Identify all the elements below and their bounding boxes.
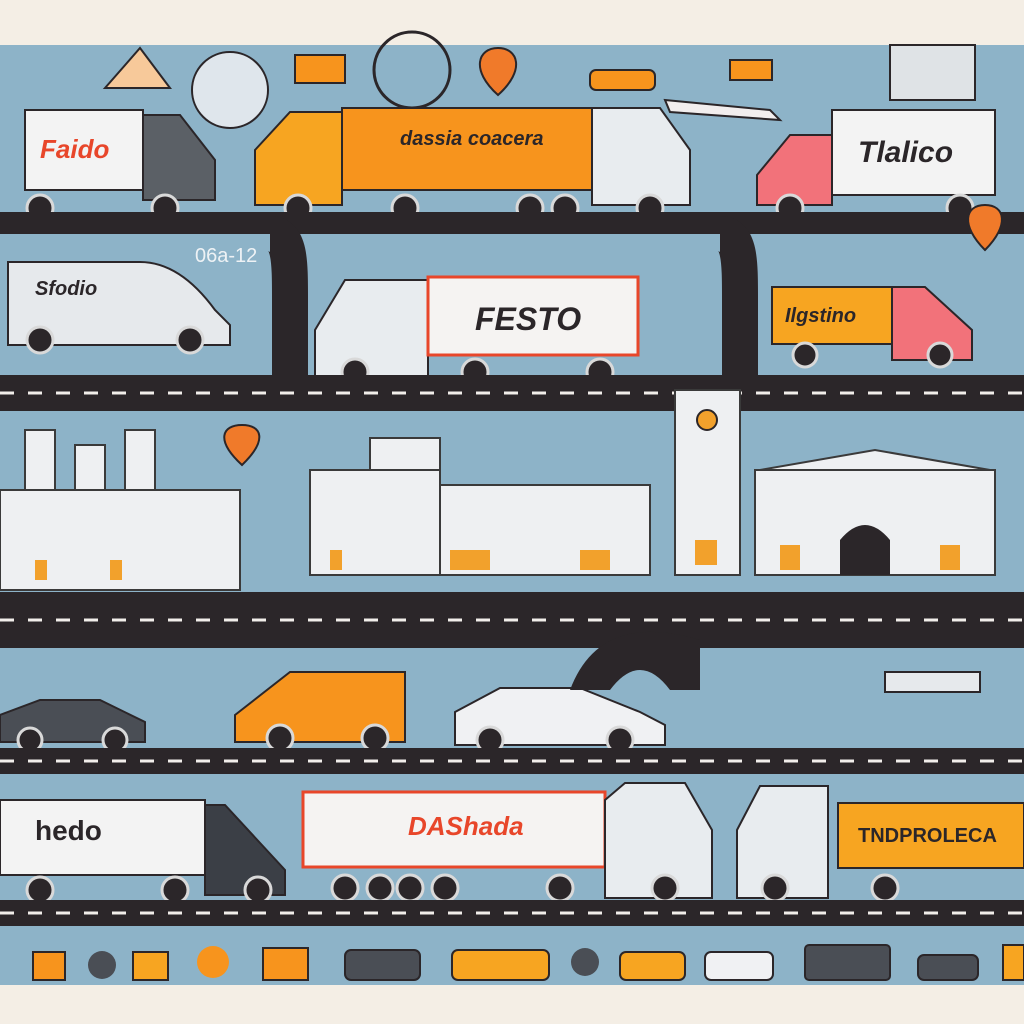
- car-dark: [0, 699, 146, 754]
- road-number-sign: 06a-12: [195, 245, 257, 267]
- road: [0, 212, 1024, 234]
- van-icon: [729, 59, 773, 81]
- top-icons: [102, 30, 976, 129]
- container-icon: [294, 54, 346, 84]
- truck-label: Faido: [40, 134, 109, 164]
- truck-tndproleca: TNDPROLECA: [736, 785, 1024, 903]
- bridge: [570, 631, 981, 693]
- truck-cab: [591, 107, 691, 206]
- clock-icon: [696, 409, 718, 431]
- truck-cab: [604, 782, 713, 899]
- van-cab: [891, 286, 973, 361]
- location-pin-icon: [967, 203, 1003, 252]
- truck-hedo: hedo: [0, 799, 286, 905]
- building: [309, 469, 441, 576]
- truck-label: FESTO: [475, 301, 581, 337]
- airplane-icon: [663, 98, 783, 122]
- truck-tlalico: Tlalico: [756, 109, 996, 223]
- van-ilgstino: Ilgstino: [771, 286, 973, 369]
- van-orange: [234, 671, 406, 753]
- truck-label: TNDPROLECA: [858, 825, 997, 847]
- truck-dashada: DAShada: [301, 782, 713, 903]
- winding-road: [266, 216, 758, 380]
- small-vehicles: [32, 944, 1024, 981]
- globe-icon: [191, 51, 269, 129]
- truck-label: Tlalico: [858, 136, 953, 169]
- van-label: Sfodio: [35, 278, 97, 300]
- truck-festo: FESTO: [314, 275, 640, 387]
- truck-label: hedo: [35, 815, 102, 846]
- car-white: [454, 687, 666, 755]
- location-pin-icon: [223, 423, 261, 467]
- van-sfodio: Sfodio: [7, 261, 231, 355]
- car-icon: [589, 69, 656, 91]
- truck-label: dassia coacera: [400, 128, 543, 150]
- truck-cab: [204, 804, 286, 896]
- truck-faido: Faido: [24, 109, 216, 223]
- truck-cab: [736, 785, 829, 899]
- building-icon: [889, 44, 976, 101]
- truck-cab: [142, 114, 216, 201]
- sailboat-icon: [102, 46, 172, 89]
- truck-label: DAShada: [408, 811, 524, 841]
- location-pin-icon: [478, 46, 518, 97]
- van-label: Ilgstino: [785, 305, 856, 327]
- cityscape: [0, 389, 996, 591]
